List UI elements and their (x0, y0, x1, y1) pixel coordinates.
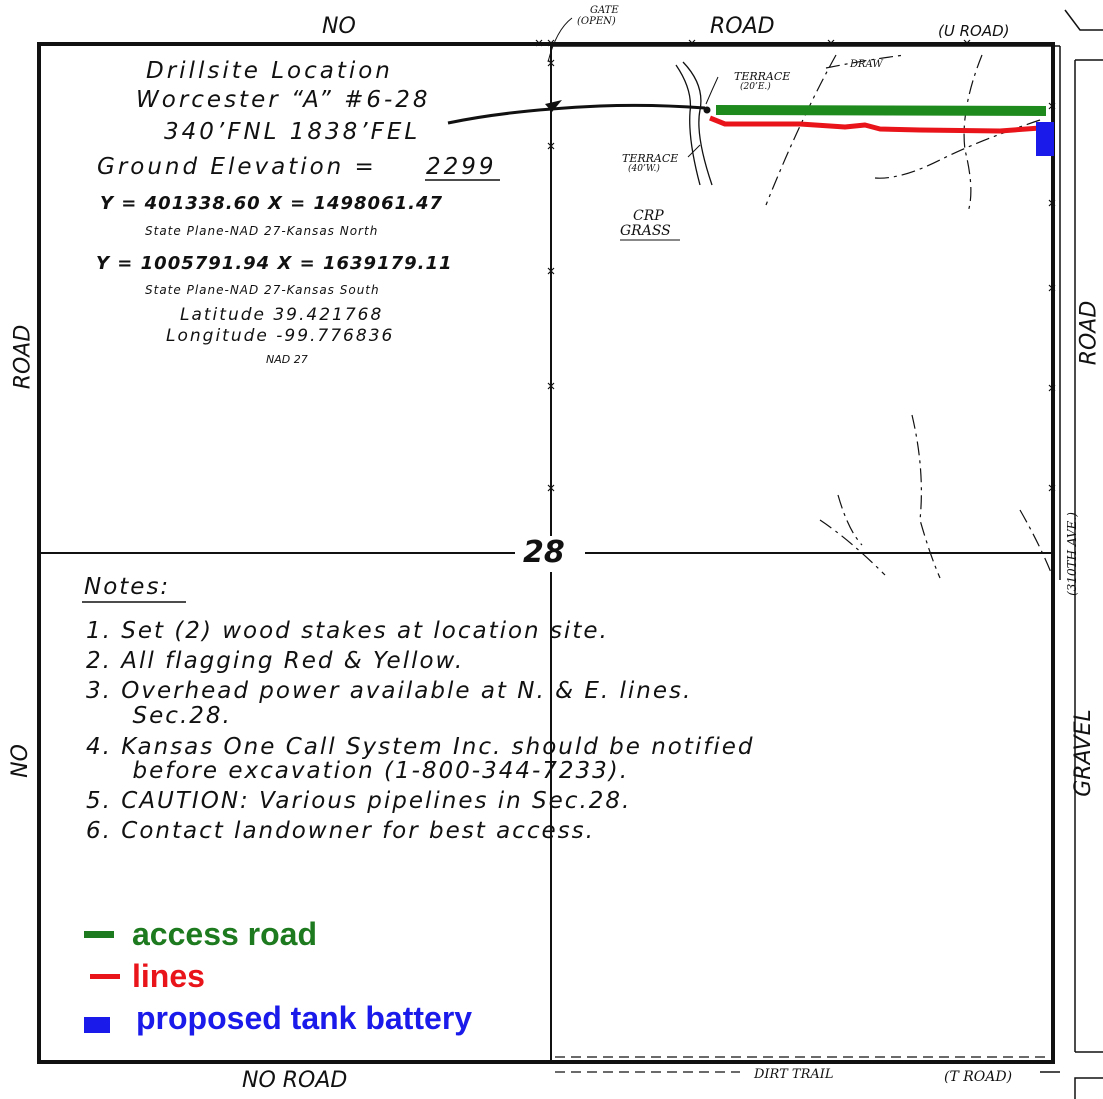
draw-label: DRAW (850, 59, 883, 70)
north-road-label-right: ROAD (710, 14, 775, 39)
terrace-west-label: TERRACE (622, 152, 679, 165)
flow-lines (709, 115, 1041, 134)
drainage-draws (765, 54, 1053, 579)
legend-access-road: access road (84, 918, 317, 950)
note-4-continued: before excavation (1-800-344-7233). (86, 758, 630, 784)
note-5: 5. CAUTION: Various pipelines in Sec.28. (86, 788, 632, 814)
proposed-tank-battery (1036, 122, 1054, 156)
latitude: Latitude 39.421768 (180, 305, 384, 325)
crp-label: CRP (633, 208, 664, 224)
terrace-leader-1 (705, 76, 719, 105)
terrace-east-line (682, 61, 713, 186)
kansas-south-coordinates: Y = 1005791.94 X = 1639179.11 (96, 253, 453, 274)
drillsite-title: Drillsite Location (146, 58, 393, 84)
legend-access-road-swatch (84, 930, 114, 938)
datum: NAD 27 (266, 353, 308, 366)
west-road-label-bottom: NO (7, 744, 33, 778)
ground-elevation-value: 2299 (426, 154, 497, 180)
grass-label: GRASS (620, 223, 671, 239)
u-road-label: (U ROAD) (938, 22, 1010, 40)
legend-lines-swatch (90, 973, 120, 979)
fence-marks (535, 39, 1056, 492)
note-2: 2. All flagging Red & Yellow. (86, 648, 465, 674)
note-6: 6. Contact landowner for best access. (86, 818, 595, 844)
kansas-north-coordinates: Y = 401338.60 X = 1498061.47 (100, 193, 443, 214)
longitude: Longitude -99.776836 (166, 326, 395, 346)
legend-access-road-label: access road (132, 916, 318, 952)
dirt-trail-label: DIRT TRAIL (754, 1067, 834, 1082)
north-road-label-left: NO (322, 14, 356, 39)
t-road-label: (T ROAD) (944, 1069, 1013, 1085)
gate-open-label: (OPEN) (577, 16, 616, 27)
location-leader-arrow (447, 103, 706, 125)
note-1: 1. Set (2) wood stakes at location site. (86, 618, 609, 644)
terrace-east-label: TERRACE (734, 70, 791, 83)
east-road-label-bottom: GRAVEL (1070, 709, 1096, 797)
gate-label: GATE (590, 5, 619, 16)
terrace-leader-2 (687, 144, 701, 158)
note-3: 3. Overhead power available at N. & E. l… (86, 678, 693, 704)
south-road-label: NO ROAD (242, 1068, 348, 1093)
se-corner-road (1074, 1077, 1103, 1099)
legend-tank-battery: proposed tank battery (84, 1002, 472, 1034)
well-footage: 340’FNL 1838’FEL (164, 119, 421, 145)
east-ave-label: (310TH AVE.) (1064, 512, 1079, 596)
access-road (715, 105, 1047, 116)
legend-lines: lines (84, 960, 205, 992)
notes-heading: Notes: (84, 574, 171, 600)
ne-corner-road (1064, 9, 1103, 31)
kansas-north-plane: State Plane-NAD 27-Kansas North (145, 224, 379, 238)
legend-lines-label: lines (132, 958, 205, 994)
east-road-label-top: ROAD (1076, 300, 1102, 366)
ground-elevation-label: Ground Elevation = (97, 154, 377, 180)
terrace-east-sub: (20’E.) (740, 82, 771, 92)
note-4: 4. Kansas One Call System Inc. should be… (86, 734, 755, 760)
well-location (703, 106, 711, 114)
terrace-west-sub: (40’W.) (628, 164, 660, 174)
kansas-south-plane: State Plane-NAD 27-Kansas South (145, 283, 380, 297)
gate-line (547, 17, 573, 63)
section-number-box (516, 536, 584, 572)
well-name: Worcester “A” #6-28 (136, 87, 431, 113)
note-3-continued: Sec.28. (86, 703, 232, 729)
section-number: 28 (523, 535, 565, 570)
legend-tank-battery-swatch (84, 1017, 110, 1033)
terrace-west-line (675, 64, 701, 186)
west-road-label-top: ROAD (10, 324, 36, 390)
location-leader-arrow-head (545, 100, 562, 112)
legend-tank-battery-label: proposed tank battery (136, 1000, 473, 1036)
